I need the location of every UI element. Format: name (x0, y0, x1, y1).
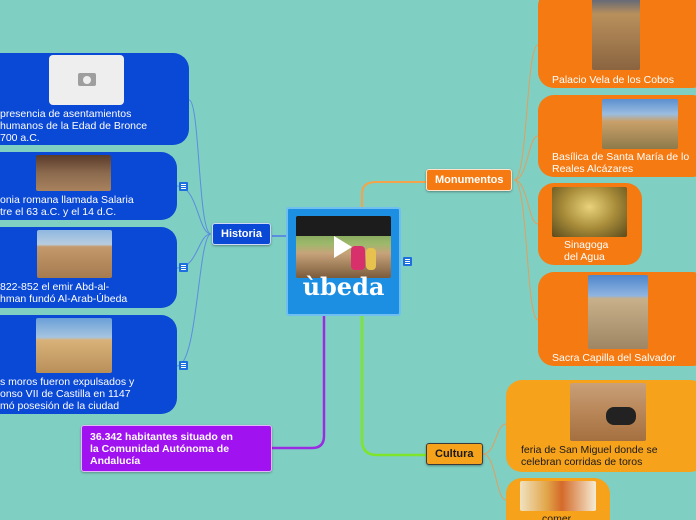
central-topic[interactable]: ùbeda (286, 207, 401, 316)
cultura-item-1[interactable]: feria de San Miguel donde se celebran co… (506, 380, 696, 472)
monumento-item-3[interactable]: Sinagoga del Agua (538, 183, 642, 265)
monumento-item-text: Sacra Capilla del Salvador (552, 352, 676, 364)
cultura-node[interactable]: Cultura (426, 443, 483, 465)
historia-item-1[interactable]: presencia de asentamientos humanos de la… (0, 53, 189, 145)
synagogue-image (552, 187, 627, 237)
cultura-item-text: feria de San Miguel donde se celebran co… (521, 444, 658, 468)
population-node[interactable]: 36.342 habitantes situado en la Comunida… (81, 425, 272, 472)
note-icon[interactable] (179, 182, 188, 191)
note-icon[interactable] (403, 257, 412, 266)
town-image (36, 318, 112, 373)
historia-node[interactable]: Historia (212, 223, 271, 245)
monumento-item-4[interactable]: Sacra Capilla del Salvador (538, 272, 696, 366)
historia-item-text: 822-852 el emir Abd-al- hman fundó Al-Ar… (0, 281, 128, 305)
cultura-item-2[interactable]: comer (506, 478, 610, 520)
palace-image (592, 0, 640, 70)
video-thumbnail[interactable] (296, 216, 391, 278)
cultura-item-text: comer (542, 513, 572, 520)
historia-item-text: onia romana llamada Salaria tre el 63 a.… (0, 194, 134, 218)
camera-icon (78, 73, 96, 86)
historia-item-2[interactable]: onia romana llamada Salaria tre el 63 a.… (0, 152, 177, 220)
historia-item-3[interactable]: 822-852 el emir Abd-al- hman fundó Al-Ar… (0, 227, 177, 308)
monumento-item-2[interactable]: Basílica de Santa María de lo Reales Alc… (538, 95, 696, 177)
ruins-image (36, 155, 111, 191)
bullfight-image (570, 383, 646, 441)
monumentos-node[interactable]: Monumentos (426, 169, 513, 191)
monumento-item-text: Palacio Vela de los Cobos (552, 74, 674, 86)
basilica-image (602, 99, 678, 149)
historia-item-text: presencia de asentamientos humanos de la… (0, 108, 148, 144)
church-image (37, 230, 112, 278)
monumento-item-text: Sinagoga del Agua (564, 239, 609, 263)
food-image (520, 481, 596, 511)
play-icon[interactable] (334, 236, 352, 258)
central-title: ùbeda (302, 272, 385, 301)
historia-item-text: s moros fueron expulsados y onso VII de … (0, 376, 135, 412)
monumento-item-text: Basílica de Santa María de lo Reales Alc… (552, 151, 690, 175)
historia-item-4[interactable]: s moros fueron expulsados y onso VII de … (0, 315, 177, 414)
chapel-image (588, 275, 648, 349)
image-placeholder (49, 55, 124, 105)
note-icon[interactable] (179, 263, 188, 272)
note-icon[interactable] (179, 361, 188, 370)
monumento-item-1[interactable]: Palacio Vela de los Cobos (538, 0, 696, 88)
